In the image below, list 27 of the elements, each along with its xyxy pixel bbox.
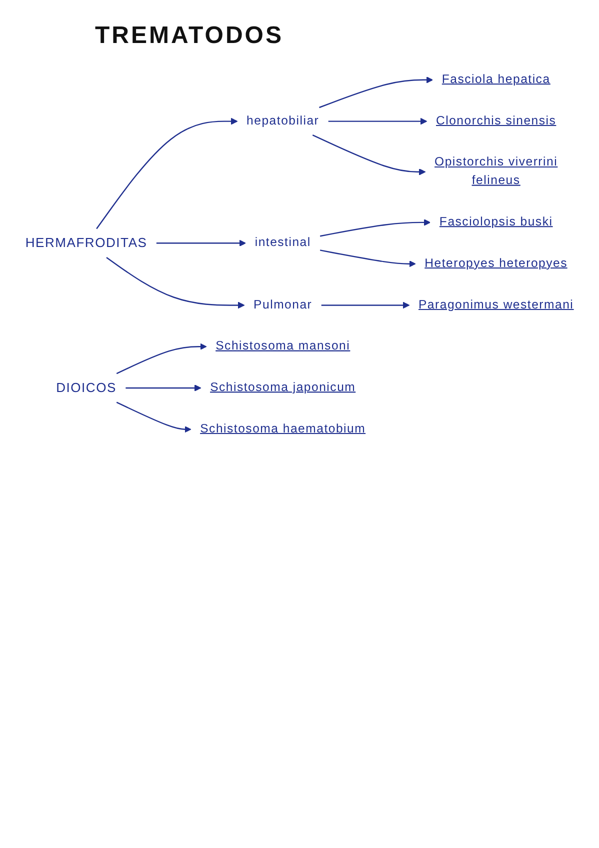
arrow xyxy=(106,257,245,309)
node-text: intestinal xyxy=(254,236,311,250)
node-text: Schistosoma mansoni xyxy=(216,340,350,353)
node-text: Heteropyes heteropyes xyxy=(424,256,568,270)
arrow xyxy=(116,402,192,433)
node-text: Fasciolopsis buski xyxy=(439,216,553,229)
node-text: Pulmonar xyxy=(254,298,312,312)
arrow xyxy=(320,219,431,237)
arrow xyxy=(116,343,207,374)
node-text: Clonorchis sinensis xyxy=(436,114,556,128)
arrow xyxy=(328,118,428,125)
node-text: DIOICOS xyxy=(56,380,116,396)
arrow xyxy=(319,76,433,108)
arrow xyxy=(96,118,238,230)
arrow xyxy=(156,240,246,246)
node-text: hepatobiliar xyxy=(246,114,320,128)
node-text: Fasciola hepatica xyxy=(442,73,550,86)
arrow xyxy=(321,302,410,309)
arrow xyxy=(320,250,416,268)
node-text: HERMAFRODITAS xyxy=(25,236,148,250)
node-text: Schistosoma haematobium xyxy=(200,422,366,436)
title: TREMATODOS xyxy=(95,22,284,50)
node-text: Paragonimus westermani xyxy=(418,298,574,312)
node-text: Opistorchis viverrini felineus xyxy=(434,156,558,188)
arrow xyxy=(126,384,202,392)
node-text: Schistosoma japonicum xyxy=(210,381,356,394)
arrow xyxy=(312,134,426,176)
